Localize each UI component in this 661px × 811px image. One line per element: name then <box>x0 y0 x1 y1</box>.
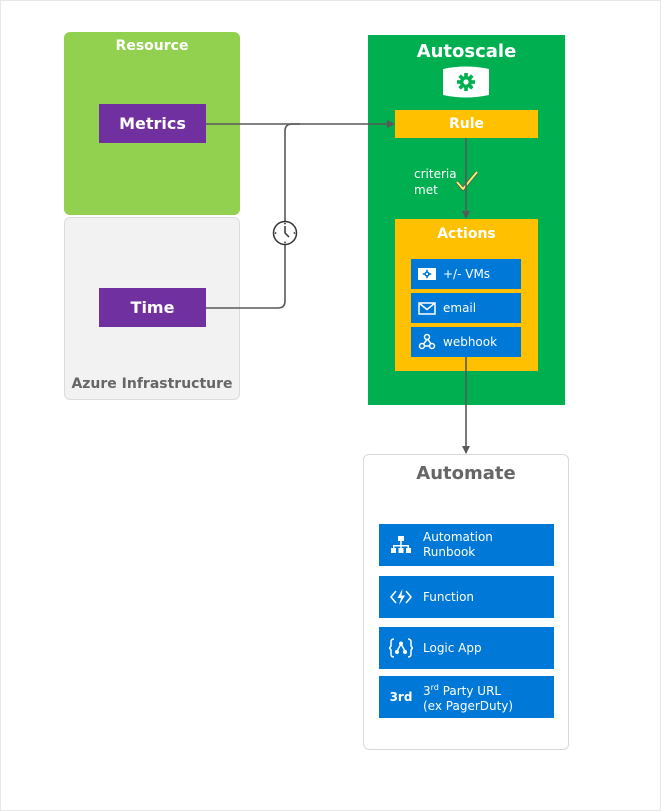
autoscale-title: Autoscale <box>416 41 517 62</box>
function-item: Function <box>379 576 554 618</box>
metrics-box: Metrics <box>99 104 206 143</box>
action-webhook-label: webhook <box>443 335 498 349</box>
vm-scale-icon <box>411 268 443 280</box>
rule-box: Rule <box>395 110 538 138</box>
action-vms-label: +/- VMs <box>443 267 491 281</box>
criteria-met-label: criteria met <box>414 166 457 198</box>
time-to-rule-connector <box>206 123 300 309</box>
time-box: Time <box>99 288 206 327</box>
automation-runbook-line1: Automation <box>423 530 493 544</box>
action-webhook: webhook <box>411 327 521 357</box>
third-party-badge: 3rd <box>389 689 413 704</box>
resource-title: Resource <box>115 38 189 54</box>
third-party-label: 3rd Party URL (ex PagerDuty) <box>423 680 513 714</box>
logic-app-item: Logic App <box>379 627 554 669</box>
automation-runbook-item: Automation Runbook <box>379 524 554 566</box>
automation-runbook-label: Automation Runbook <box>423 530 493 560</box>
action-email-label: email <box>443 301 477 315</box>
webhook-icon <box>411 333 443 351</box>
runbook-hierarchy-icon <box>379 535 423 555</box>
checkmark-icon <box>455 170 479 191</box>
function-bolt-icon <box>379 588 423 606</box>
actions-title: Actions <box>437 226 496 242</box>
azure-infrastructure-title: Azure Infrastructure <box>71 376 233 392</box>
automate-title: Automate <box>416 463 516 484</box>
criteria-text: criteria <box>414 167 457 181</box>
third-party-text: Party URL <box>438 684 502 698</box>
logic-app-label: Logic App <box>423 640 482 655</box>
envelope-icon <box>411 301 443 315</box>
automation-runbook-line2: Runbook <box>423 545 476 559</box>
third-party-sup: rd <box>430 683 439 692</box>
third-party-example: (ex PagerDuty) <box>423 699 514 713</box>
logic-app-icon <box>379 637 423 659</box>
function-label: Function <box>423 589 475 604</box>
action-vms: +/- VMs <box>411 259 521 289</box>
met-text: met <box>414 183 438 197</box>
clock-icon <box>272 220 298 246</box>
third-party-num: 3 <box>423 684 431 698</box>
action-email: email <box>411 293 521 323</box>
gear-icon <box>443 66 489 98</box>
third-party-url-item: 3rd 3rd Party URL (ex PagerDuty) <box>379 676 554 718</box>
